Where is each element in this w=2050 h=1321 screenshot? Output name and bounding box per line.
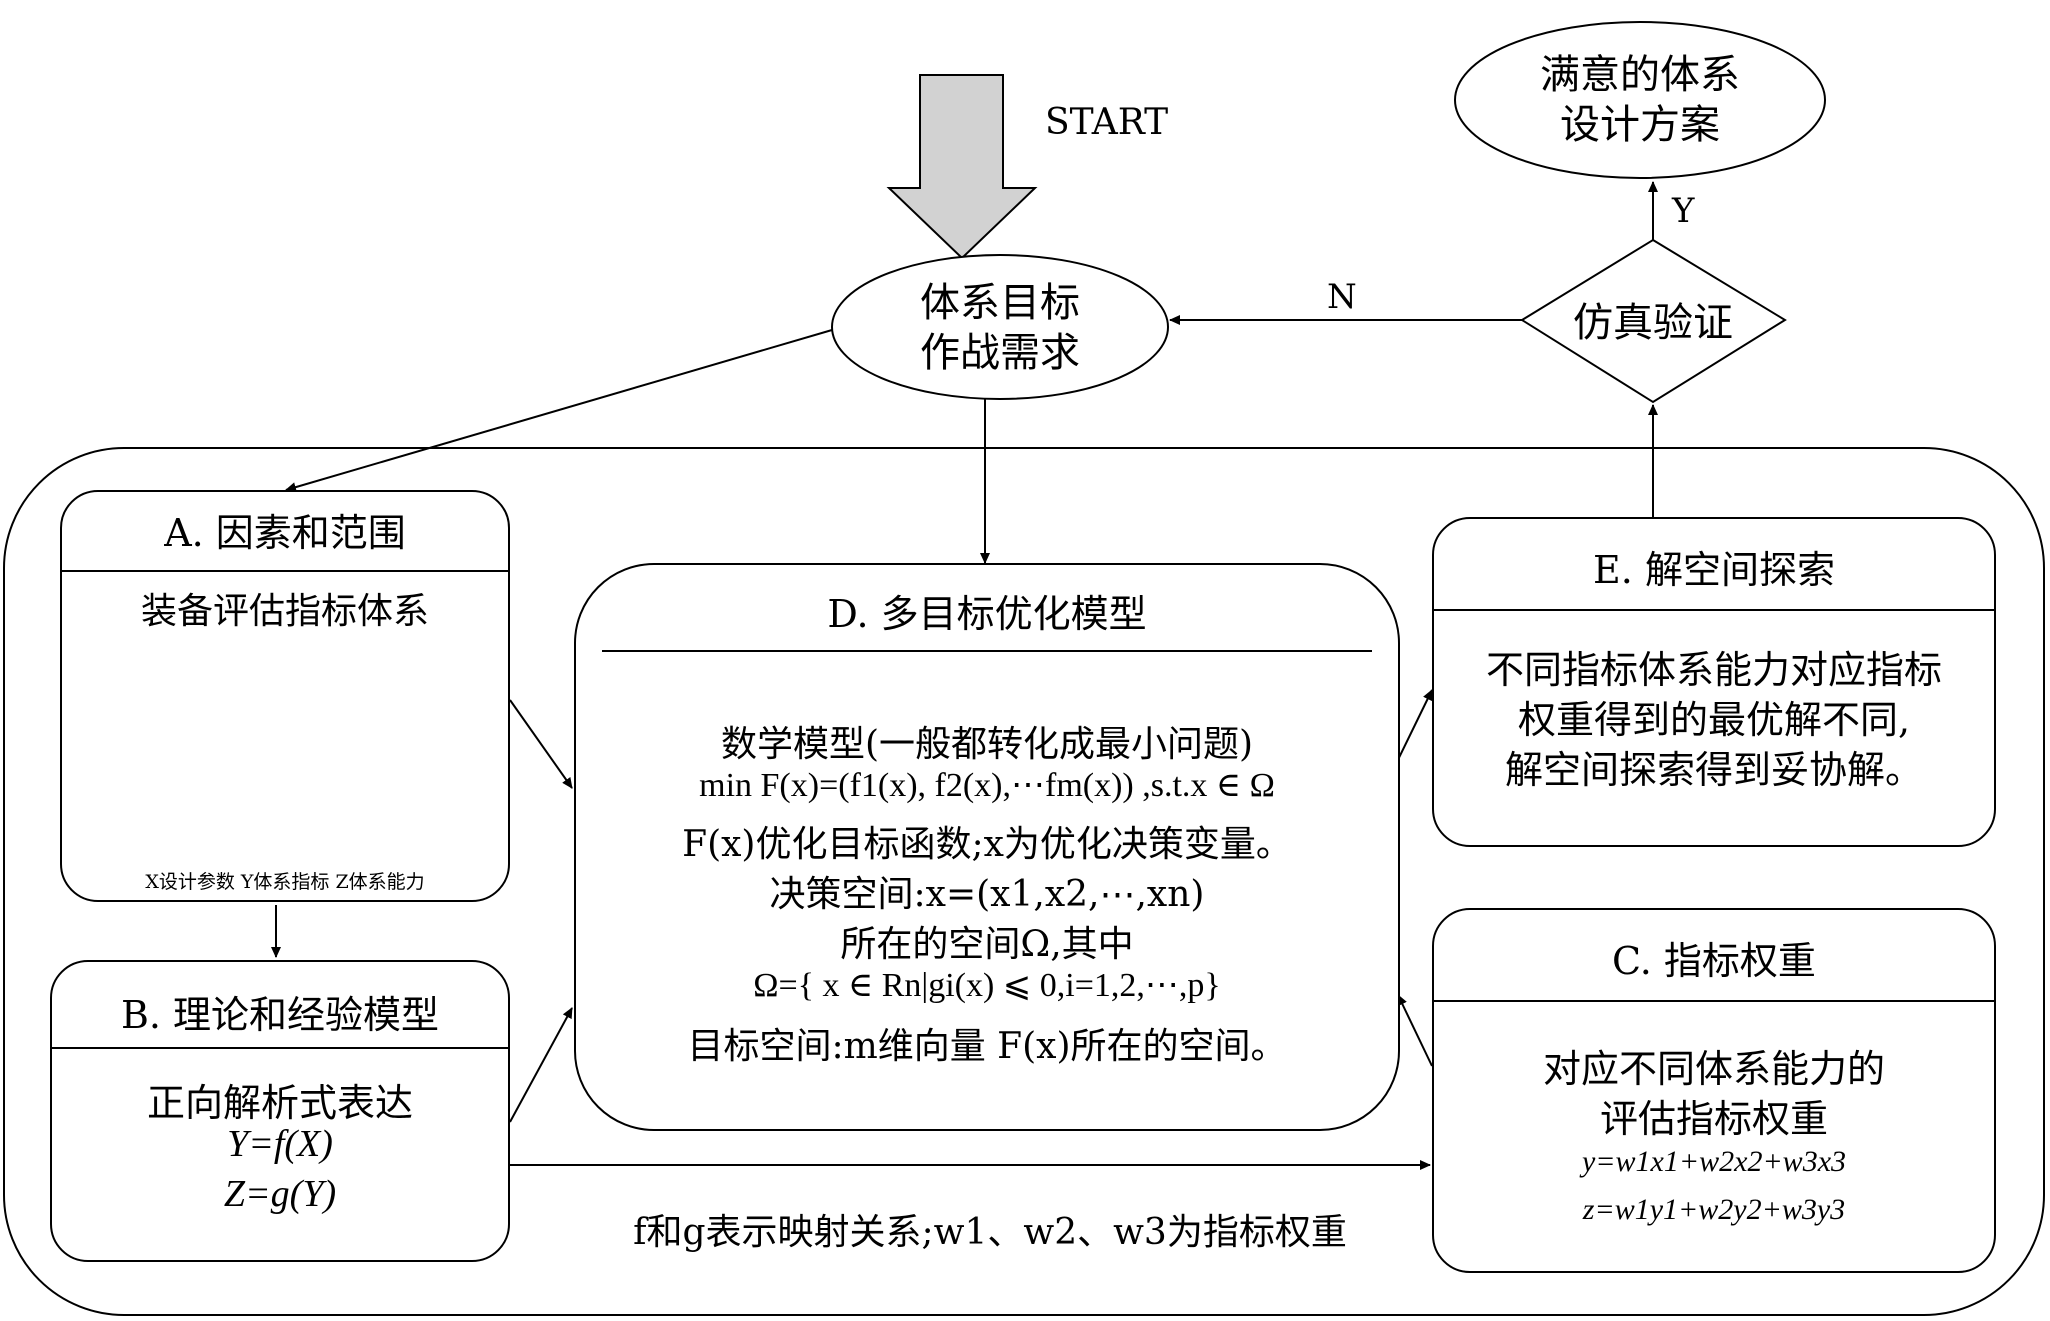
box-D-l5: 所在的空间Ω,其中 [840, 924, 1134, 965]
goal-line1: 体系目标 [920, 280, 1080, 326]
satisfied-ellipse [1454, 21, 1826, 179]
satisfied-node[interactable]: 满意的体系 设计方案 [1460, 50, 1820, 150]
box-D-l2: min F(x)=(f1(x), f2(x),⋯fm(x)) ,s.t.x ∈ … [699, 767, 1275, 804]
box-A-caption: X设计参数 Y体系指标 Z体系能力 [145, 871, 425, 893]
box-B-title: B. 理论和经验模型 [120, 993, 440, 1037]
goal-node[interactable]: 体系目标 作战需求 [840, 278, 1160, 378]
box-C-l1: 对应不同体系能力的 [1542, 1047, 1885, 1091]
sim-no-label: N [1327, 277, 1357, 317]
outer-frame [3, 447, 2045, 1316]
box-D-l4: 决策空间:x=(x1,x2,⋯,xn) [769, 874, 1205, 915]
satisfied-line2: 设计方案 [1560, 102, 1720, 148]
box-E-divider [1434, 609, 1994, 611]
box-B[interactable]: B. 理论和经验模型 正向解析式表达 Y=f(X) Z=g(Y) [50, 960, 510, 1262]
box-B-line1: 正向解析式表达 [146, 1081, 413, 1125]
sim-label[interactable]: 仿真验证 [1573, 300, 1733, 346]
footnote: f和g表示映射关系;w1、w2、w3为指标权重 [633, 1212, 1347, 1253]
sim-yes-label: Y [1672, 191, 1695, 231]
arrow-A-to-D [509, 699, 573, 789]
box-C[interactable]: C. 指标权重 对应不同体系能力的 评估指标权重 y=w1x1+w2x2+w3x… [1432, 908, 1996, 1273]
arrow-C-to-D [1397, 994, 1433, 1067]
box-E-l2: 权重得到的最优解不同, [1517, 698, 1911, 742]
box-B-divider [52, 1047, 508, 1049]
box-C-eq1: y=w1x1+w2x2+w3x3 [1581, 1145, 1847, 1178]
box-A-divider [62, 570, 508, 572]
box-A-subtitle: 装备评估指标体系 [140, 591, 429, 632]
box-C-eq2: z=w1y1+w2y2+w3y3 [1582, 1193, 1846, 1226]
box-C-title: C. 指标权重 [1612, 939, 1816, 983]
box-A-title: A. 因素和范围 [164, 511, 406, 555]
start-label: START [1045, 102, 1169, 143]
box-D-l7: 目标空间:m维向量 F(x)所在的空间。 [687, 1026, 1287, 1067]
box-D-title: D. 多目标优化模型 [827, 592, 1147, 636]
box-D[interactable]: D. 多目标优化模型 数学模型(一般都转化成最小问题) min F(x)=(f1… [574, 563, 1400, 1131]
box-B-eq1: Y=f(X) [227, 1123, 333, 1165]
box-B-eq2: Z=g(Y) [223, 1173, 337, 1215]
sim-diamond [1520, 238, 1787, 404]
box-A[interactable]: A. 因素和范围 装备评估指标体系 X设计参数 Y体系指标 Z体系能力 [60, 490, 510, 902]
satisfied-line1: 满意的体系 [1540, 52, 1740, 98]
goal-line2: 作战需求 [920, 330, 1080, 376]
goal-ellipse [831, 254, 1169, 400]
box-E-l3: 解空间探索得到妥协解。 [1504, 748, 1923, 792]
box-C-divider [1434, 1000, 1994, 1002]
arrow-B-to-D [509, 1007, 573, 1123]
box-C-l2: 评估指标权重 [1599, 1097, 1828, 1141]
box-D-l3: F(x)优化目标函数;x为优化决策变量。 [682, 824, 1292, 865]
box-D-l6: Ω={ x ∈ Rn|gi(x) ⩽ 0,i=1,2,⋯,p} [753, 967, 1221, 1004]
box-E[interactable]: E. 解空间探索 不同指标体系能力对应指标 权重得到的最优解不同, 解空间探索得… [1432, 517, 1996, 847]
box-D-divider [602, 650, 1372, 652]
box-E-title: E. 解空间探索 [1593, 548, 1835, 592]
start-arrow [886, 74, 1038, 260]
box-E-l1: 不同指标体系能力对应指标 [1485, 648, 1942, 692]
arrow-goal-to-A [285, 329, 833, 492]
box-D-l1: 数学模型(一般都转化成最小问题) [720, 724, 1254, 765]
